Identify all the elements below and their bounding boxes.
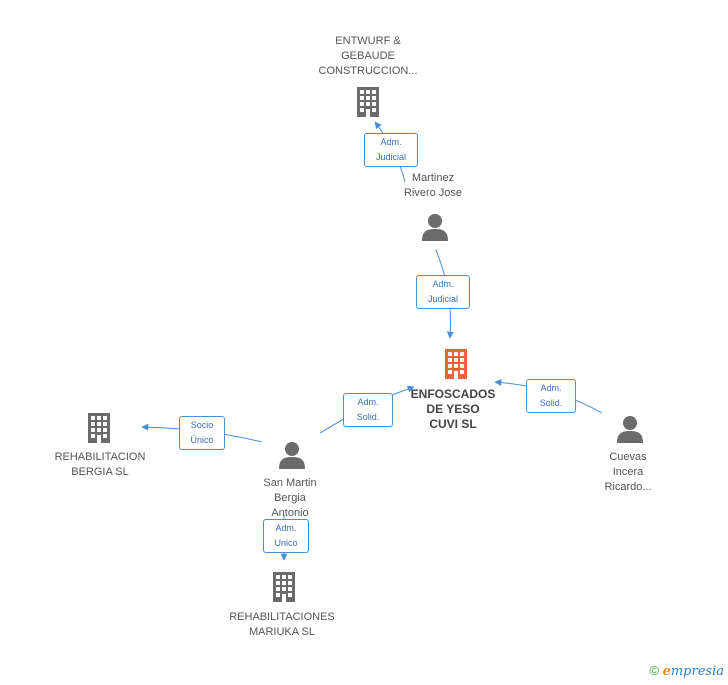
edge-label-adm-judicial: Adm. Judicial [416,275,470,309]
brand-logo: empresia [662,664,724,679]
edge-label-adm-solid: Adm. Solid. [526,379,576,413]
node-label-bergia[interactable]: REHABILITACION BERGIA SL [54,451,146,478]
edge-label-adm-unico: Adm. Unico [263,519,309,553]
company-building-icon[interactable] [357,87,379,117]
person-icon[interactable] [617,416,643,443]
node-label-sanmartin[interactable]: San Martin Bergia Antonio [263,477,317,519]
footer-brand[interactable]: © empresia [649,663,724,679]
main-company-building-icon[interactable] [445,349,467,379]
edge-label-adm-solid: Adm. Solid. [343,393,393,427]
node-label-mariuka[interactable]: REHABILITACIONES MARIUKA SL [229,611,335,638]
company-building-icon[interactable] [273,572,295,602]
person-icon[interactable] [279,442,305,469]
copyright-icon: © [649,663,659,678]
node-label-enfoscados[interactable]: ENFOSCADOS DE YESO CUVI SL [410,387,496,431]
node-label-entwurf[interactable]: ENTWURF & GEBAUDE CONSTRUCCION... [318,35,418,77]
node-label-cuevas[interactable]: Cuevas Incera Ricardo... [604,451,652,493]
edge-label-socio-unico: Socio Único [179,416,225,450]
node-label-martinez[interactable]: Martinez Rivero Jose [403,172,463,199]
person-icon[interactable] [422,214,448,241]
company-building-icon[interactable] [88,413,110,443]
edge-label-adm-judicial: Adm. Judicial [364,133,418,167]
